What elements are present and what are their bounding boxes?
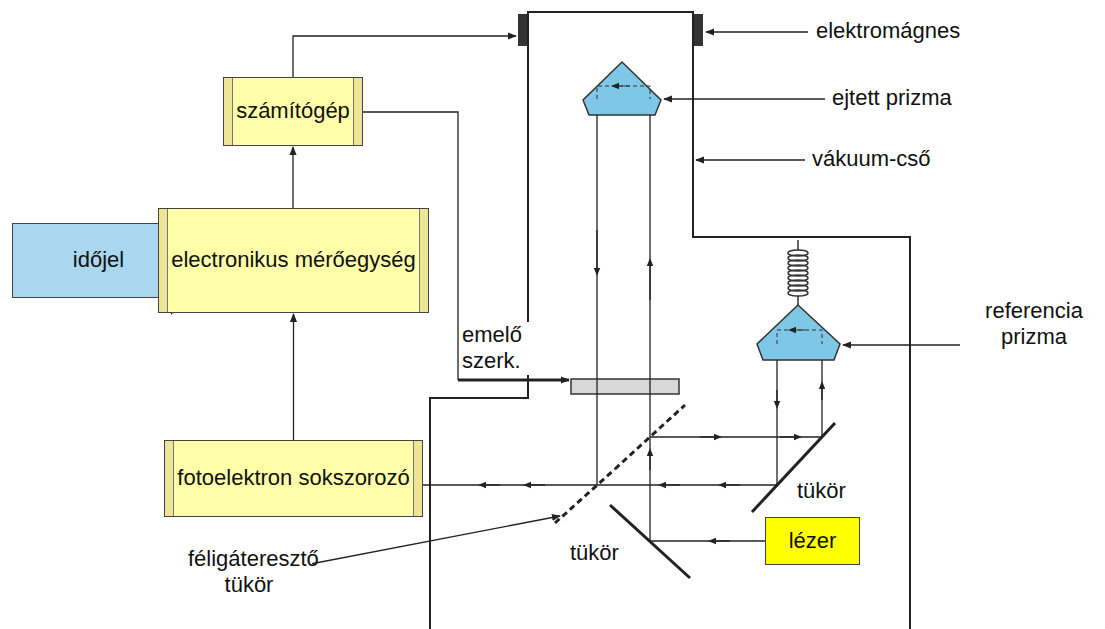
laser-box: lézer — [765, 517, 860, 565]
half-mirror — [615, 405, 685, 469]
signal-arrow — [293, 314, 294, 440]
part-label: tükör — [568, 540, 621, 566]
dropped-prism — [583, 62, 661, 115]
measuring-unit-box: electronikus mérőegység — [158, 208, 429, 313]
box-text: electronikus mérőegység — [171, 247, 416, 273]
part-label: tükör — [795, 478, 848, 504]
spring — [788, 250, 808, 296]
part-label: vákuum-cső — [810, 146, 933, 172]
half-mirror — [555, 469, 615, 523]
box-text: számítógép — [236, 98, 350, 124]
lift-arrow — [458, 379, 569, 382]
box-text: lézer — [789, 528, 837, 554]
prism-path — [597, 86, 650, 99]
part-label: ejtett prizma — [830, 85, 954, 111]
lifting-plate — [571, 379, 679, 394]
reference-prism — [757, 305, 840, 360]
part-label: féligáteresztő tükör — [186, 546, 312, 599]
part-label: elektromágnes — [814, 18, 962, 44]
electromagnet — [694, 14, 703, 46]
signal-arrow — [292, 147, 293, 208]
box-text: fotoelektron sokszorozó — [177, 465, 409, 491]
control-wire — [293, 36, 516, 77]
part-label: emelő szerk. — [460, 322, 544, 375]
photomultiplier-box: fotoelektron sokszorozó — [164, 440, 422, 517]
mirror — [610, 505, 690, 578]
computer-box: számítógép — [223, 77, 363, 146]
electromagnet — [518, 14, 527, 46]
part-label: referencia prizma — [964, 298, 1104, 351]
box-text: időjel — [73, 247, 124, 273]
